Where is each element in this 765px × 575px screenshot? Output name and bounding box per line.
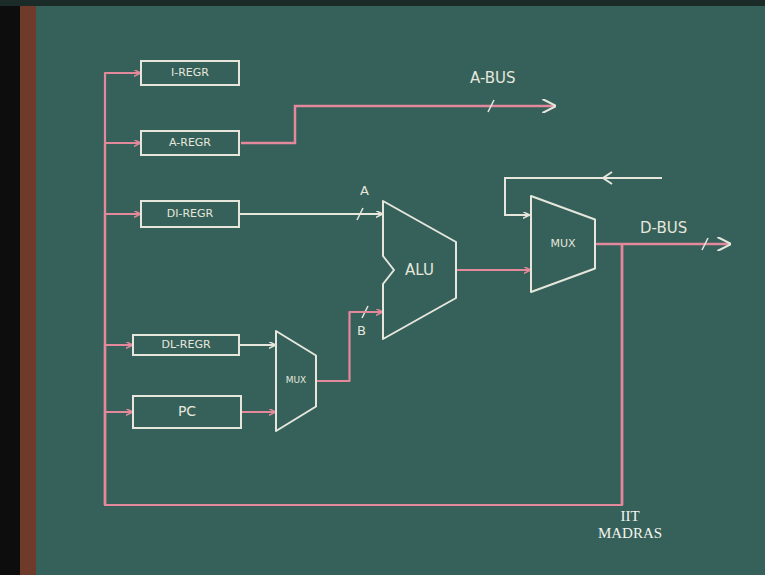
connector	[242, 411, 275, 413]
input-label: A	[360, 184, 369, 198]
node-text: DL-REGR	[161, 339, 210, 351]
board-edge	[0, 0, 20, 575]
multiplexer-symbol: MUX	[275, 330, 317, 432]
register-box: DI-REGR	[140, 200, 240, 228]
bus-tick	[702, 238, 708, 250]
shape-outline	[383, 201, 456, 339]
connector	[105, 244, 622, 505]
input-label: B	[357, 324, 366, 338]
connector	[240, 213, 382, 215]
alu-symbol: ALU	[382, 200, 457, 340]
node-text: I-REGR	[171, 67, 209, 79]
register-box: DL-REGR	[132, 334, 240, 356]
arrow-chevron	[603, 172, 612, 184]
bus-tick	[488, 100, 494, 112]
register-box: I-REGR	[140, 60, 240, 86]
node-text: ALU	[405, 262, 434, 279]
connector	[105, 143, 622, 505]
connector	[457, 269, 530, 271]
watermark: IIT MADRAS	[588, 508, 672, 541]
connector	[240, 344, 275, 346]
bus-label: D-BUS	[640, 220, 687, 237]
a-bus-line	[241, 106, 555, 143]
multiplexer-symbol: MUX	[530, 195, 596, 293]
program-counter-box: PC	[132, 395, 242, 429]
connector	[105, 73, 622, 505]
bus-label: A-BUS	[470, 70, 516, 87]
node-text: PC	[178, 404, 196, 419]
connector	[105, 244, 622, 505]
node-text: MUX	[286, 376, 307, 386]
board-frame	[20, 0, 36, 575]
node-text: MUX	[550, 238, 575, 250]
shape-outline	[531, 196, 595, 292]
node-text: A-REGR	[169, 137, 211, 149]
register-box: A-REGR	[140, 130, 240, 156]
shape-outline	[276, 331, 316, 431]
node-text: DI-REGR	[167, 208, 213, 220]
connector	[105, 214, 622, 505]
connector	[317, 312, 382, 381]
mux-feedback-line	[505, 178, 662, 215]
board-top	[0, 0, 765, 6]
